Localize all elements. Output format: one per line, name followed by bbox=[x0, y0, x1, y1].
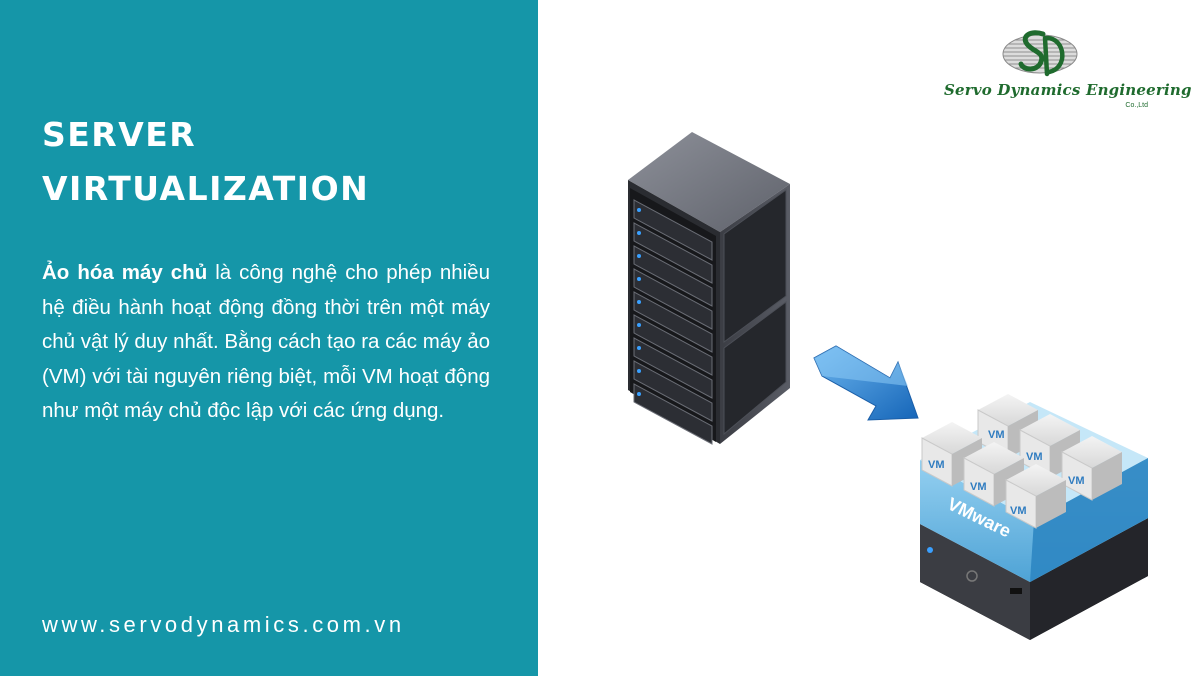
server-led bbox=[637, 392, 641, 396]
vm-label: VM bbox=[1010, 505, 1027, 517]
vm-label: VM bbox=[988, 429, 1005, 441]
arrow-right-icon bbox=[813, 345, 919, 421]
server-slot bbox=[633, 314, 713, 376]
vm-cubes: VM VM VM VM VM bbox=[921, 394, 1122, 529]
server-led bbox=[637, 369, 641, 373]
logo-name: Servo Dynamics Engineering bbox=[944, 81, 1192, 99]
server-slot bbox=[633, 383, 713, 445]
server-slots bbox=[633, 199, 713, 445]
server-led bbox=[637, 346, 641, 350]
server-slot bbox=[633, 222, 713, 284]
server-slot bbox=[633, 268, 713, 330]
server-led bbox=[637, 323, 641, 327]
description-bold: Ảo hóa máy chủ bbox=[42, 261, 208, 284]
logo-emblem-icon bbox=[1002, 30, 1078, 77]
page-title: SERVER VIRTUALIZATION bbox=[42, 108, 512, 216]
server-rack-icon bbox=[628, 132, 790, 445]
server-slot bbox=[633, 245, 713, 307]
server-led bbox=[637, 254, 641, 258]
server-led bbox=[637, 300, 641, 304]
server-slot bbox=[633, 337, 713, 399]
server-slot bbox=[633, 291, 713, 353]
server-led bbox=[637, 208, 641, 212]
website-url: www.servodynamics.com.vn bbox=[42, 612, 405, 637]
vm-cube-icon: VM bbox=[1005, 464, 1066, 529]
description-text: là công nghệ cho phép nhiều hệ điều hành… bbox=[42, 261, 490, 422]
company-logo: Servo Dynamics Engineering Co.,Ltd bbox=[938, 28, 1191, 114]
title-line-2: VIRTUALIZATION bbox=[42, 169, 370, 208]
server-slot bbox=[633, 360, 713, 422]
vm-cube-icon: VM bbox=[1061, 436, 1122, 501]
vm-label: VM bbox=[928, 459, 945, 471]
vm-label: VM bbox=[1026, 451, 1043, 463]
server-slot bbox=[633, 199, 713, 261]
logo-suffix: Co.,Ltd bbox=[1125, 102, 1148, 109]
server-led bbox=[637, 231, 641, 235]
server-led bbox=[637, 277, 641, 281]
description: Ảo hóa máy chủ là công nghệ cho phép nhi… bbox=[42, 256, 490, 429]
vm-label: VM bbox=[1068, 475, 1085, 487]
title-line-1: SERVER bbox=[42, 115, 197, 154]
left-panel: SERVER VIRTUALIZATION Ảo hóa máy chủ là … bbox=[0, 0, 538, 676]
virtualization-illustration: VMware VM VM VM VM bbox=[628, 132, 1148, 640]
vm-label: VM bbox=[970, 481, 987, 493]
